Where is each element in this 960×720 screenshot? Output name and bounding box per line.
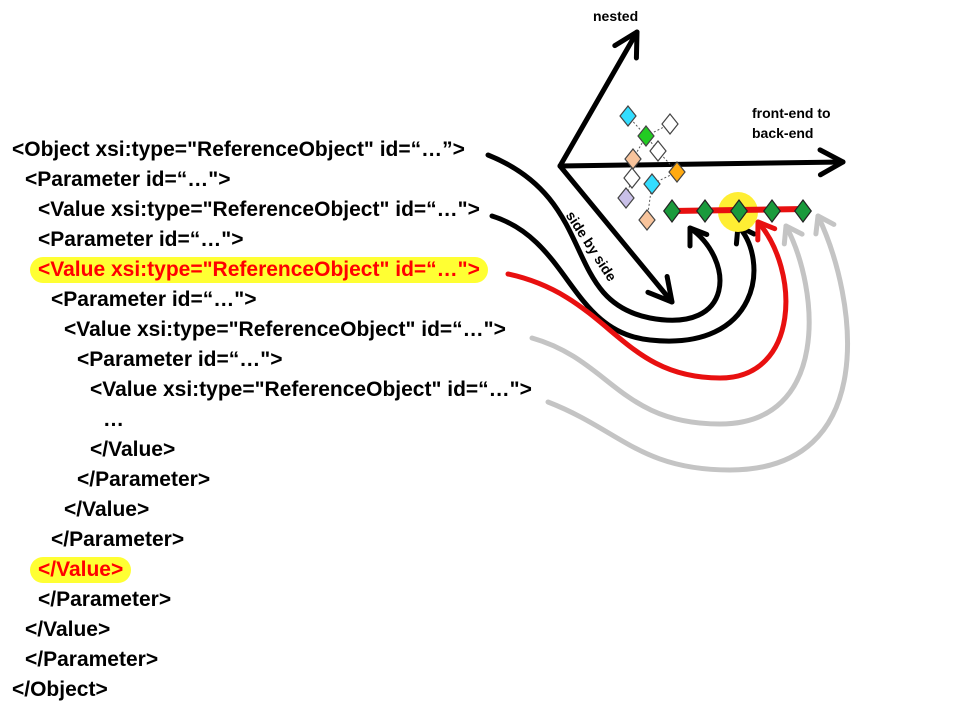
axis-nested-head (612, 29, 640, 61)
chain-node (663, 199, 681, 223)
axis-side-by-side-head (645, 274, 675, 305)
axis-label-front-end-to-back-end: front-end to back-end (752, 105, 831, 141)
side-by-side-chain (663, 192, 812, 232)
reference-arrows (485, 152, 850, 473)
arrow-black-1-head (687, 225, 710, 249)
nested-object-tree (617, 105, 686, 231)
xml-line: <Object xsi:type="ReferenceObject" id=“…… (12, 138, 465, 161)
xml-line: <Parameter id=“…"> (38, 228, 244, 251)
xml-line: </Object> (12, 678, 108, 701)
xml-line: </Parameter> (38, 588, 172, 611)
xml-line-highlighted: <Value xsi:type="ReferenceObject" id=“…"… (30, 257, 488, 283)
chain-node (794, 199, 812, 223)
dimension-axes (557, 29, 846, 305)
axis-label-nested: nested (593, 8, 639, 24)
tree-node (661, 113, 679, 135)
axis-front-end-to-back-end (557, 159, 846, 169)
tree-node (637, 125, 655, 147)
xml-line: </Value> (64, 498, 150, 521)
xml-line: <Parameter id=“…"> (25, 168, 231, 191)
xml-line: </Parameter> (25, 648, 159, 671)
tree-node (619, 105, 637, 127)
xml-line-highlighted: </Value> (30, 557, 132, 583)
arrow-gray-2 (545, 213, 850, 473)
axis-front-end-to-back-end-head (817, 147, 846, 178)
axis-side-by-side (557, 163, 675, 305)
arrow-red-head (755, 219, 778, 243)
tree-node (617, 187, 635, 209)
xml-line: <Value xsi:type="ReferenceObject" id=“…"… (64, 318, 506, 341)
xml-line: </Value> (25, 618, 111, 641)
tree-node (668, 161, 686, 183)
xml-line: <Value xsi:type="ReferenceObject" id=“…"… (38, 198, 480, 221)
arrow-black-2 (489, 213, 757, 344)
chain-node (763, 199, 781, 223)
arrow-gray-1-head (781, 223, 805, 247)
arrow-gray-1 (529, 223, 812, 427)
tree-node (638, 209, 656, 231)
xml-line: </Value> (90, 438, 176, 461)
xml-line: <Parameter id=“…"> (77, 348, 283, 371)
chain-node (696, 199, 714, 223)
arrow-gray-2-head (813, 213, 837, 237)
arrow-black-1 (485, 152, 723, 323)
xml-line: </Parameter> (77, 468, 211, 491)
xml-line: </Parameter> (51, 528, 185, 551)
xml-line: <Value xsi:type="ReferenceObject" id=“…"… (90, 378, 532, 401)
axis-nested (557, 29, 640, 169)
xml-line: <Parameter id=“…"> (51, 288, 257, 311)
chain-node (730, 199, 748, 223)
tree-node (649, 140, 667, 162)
arrow-red (505, 219, 789, 381)
tree-node (623, 167, 641, 189)
xml-line: … (103, 408, 124, 431)
tree-node (643, 173, 661, 195)
